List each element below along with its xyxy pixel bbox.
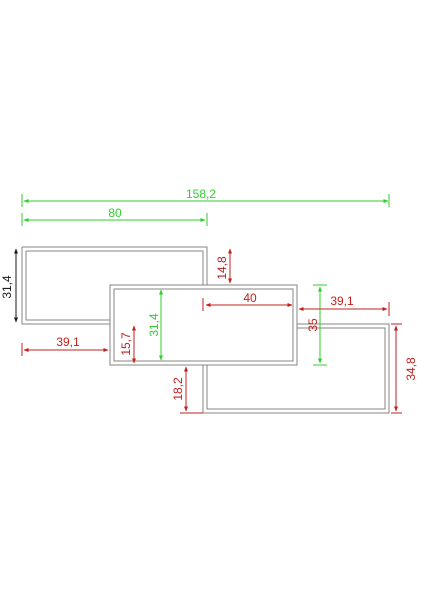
dim-inner-width: 40 [202, 291, 293, 311]
dim-left-height: 31,4 [0, 248, 18, 323]
label-offset-middle: 15,7 [119, 332, 133, 356]
dim-middle-height: 31,4 [147, 289, 163, 361]
dim-right-overhang: 39,1 [298, 294, 390, 316]
label-left-width: 80 [108, 206, 122, 220]
label-right-offset: 35 [306, 318, 320, 332]
shelf-box-middle [109, 284, 298, 366]
dim-offset-top: 14,8 [215, 248, 232, 284]
dim-left-width: 80 [21, 206, 208, 226]
label-overall-width: 158,2 [186, 187, 216, 201]
label-right-overhang: 39,1 [330, 294, 354, 308]
label-offset-top: 14,8 [215, 256, 229, 280]
dim-bottom-offset: 18,2 [171, 366, 203, 414]
label-inner-width: 40 [243, 291, 257, 305]
dim-overall-width: 158,2 [21, 187, 390, 207]
label-middle-height: 31,4 [147, 313, 161, 337]
label-left-overhang: 39,1 [56, 335, 80, 349]
shelf-box-right [202, 323, 390, 414]
dim-offset-middle: 15,7 [119, 325, 136, 364]
dim-right-height: 34,8 [391, 323, 418, 414]
shelf-box-left [21, 246, 208, 325]
label-bottom-offset: 18,2 [171, 377, 185, 401]
dim-left-overhang: 39,1 [21, 335, 109, 356]
label-left-height: 31,4 [0, 275, 14, 299]
label-right-height: 34,8 [404, 357, 418, 381]
dim-right-offset: 35 [306, 284, 327, 366]
